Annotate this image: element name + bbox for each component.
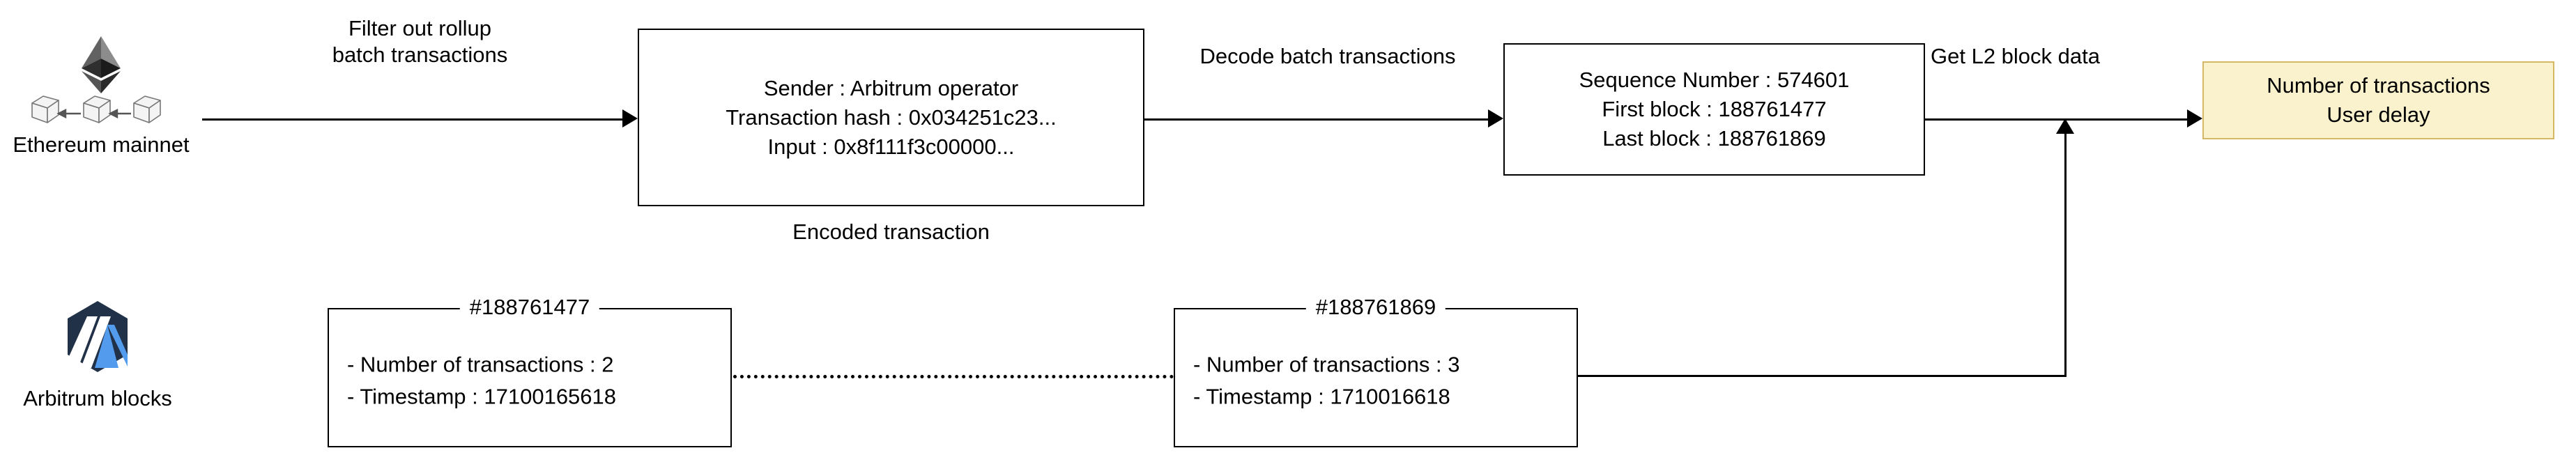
block-first-legend: #188761477	[459, 295, 600, 320]
block-first-box: #188761477 - Number of transactions : 2 …	[328, 295, 732, 447]
blocks-ellipsis-connector	[733, 375, 1174, 378]
decoded-batch-line-3: Last block : 188761869	[1602, 126, 1826, 151]
edge-arrowhead-decode	[1488, 109, 1503, 128]
block-first-line-1: - Number of transactions : 2	[347, 352, 614, 377]
edge-label-get-l2: Get L2 block data	[1931, 44, 2100, 68]
edge-line-decode	[1144, 118, 1489, 121]
ethereum-mainnet-label: Ethereum mainnet	[13, 132, 190, 157]
encoded-transaction-caption: Encoded transaction	[792, 220, 990, 244]
block-last-line-2: - Timestamp : 1710016618	[1193, 384, 1450, 409]
feedback-arrowhead	[2056, 118, 2074, 134]
edge-arrowhead-get-l2	[2187, 109, 2202, 128]
block-last-legend: #188761869	[1305, 295, 1446, 320]
decoded-batch-line-1: Sequence Number : 574601	[1579, 68, 1850, 92]
edge-label-filter-line-1: Filter out rollup	[348, 16, 492, 40]
encoded-tx-line-3: Input : 0x8f111f3c00000...	[767, 134, 1015, 159]
output-metrics-box: Number of transactions User delay	[2202, 61, 2554, 139]
block-chain-icon	[31, 95, 161, 123]
block-last-line-1: - Number of transactions : 3	[1193, 352, 1460, 377]
edge-line-filter	[202, 118, 624, 121]
ethereum-mainnet-node: Ethereum mainnet	[0, 28, 202, 157]
edge-label-filter-line-2: batch transactions	[332, 43, 508, 67]
ethereum-diamond-icon	[82, 36, 121, 93]
block-first-line-2: - Timestamp : 17100165618	[347, 384, 617, 409]
edge-label-filter: Filter out rollup batch transactions	[202, 15, 638, 68]
feedback-line-horizontal	[1577, 375, 2067, 377]
edge-label-decode: Decode batch transactions	[1199, 44, 1456, 68]
encoded-tx-line-2: Transaction hash : 0x034251c23...	[726, 105, 1057, 130]
decoded-batch-line-2: First block : 188761477	[1602, 97, 1827, 121]
arbitrum-logo-icon	[68, 301, 128, 372]
feedback-line-vertical	[2064, 132, 2067, 376]
encoded-transaction-box: Sender : Arbitrum operator Transaction h…	[638, 29, 1144, 206]
arbitrum-blocks-node: Arbitrum blocks	[14, 300, 181, 432]
decoded-batch-box: Sequence Number : 574601 First block : 1…	[1503, 43, 1925, 176]
output-line-2: User delay	[2326, 102, 2430, 127]
output-line-1: Number of transactions	[2267, 73, 2490, 98]
encoded-tx-line-1: Sender : Arbitrum operator	[763, 75, 1019, 100]
edge-arrowhead-filter	[622, 109, 638, 128]
block-last-box: #188761869 - Number of transactions : 3 …	[1174, 295, 1578, 447]
arbitrum-blocks-label: Arbitrum blocks	[23, 386, 172, 410]
